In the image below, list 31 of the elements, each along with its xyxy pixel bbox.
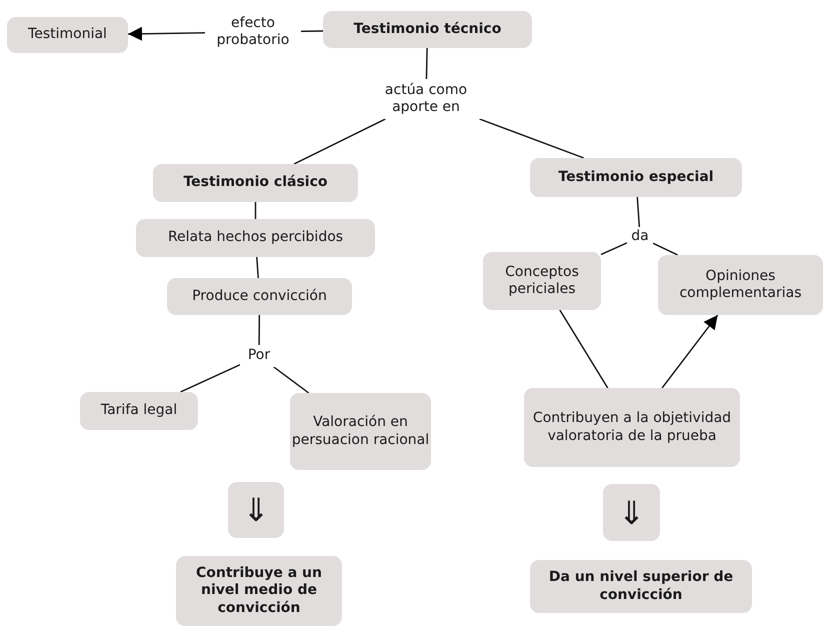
connector-line — [479, 118, 584, 159]
concept-box: Relata hechos percibidos — [136, 219, 375, 257]
concept-box: Produce convicción — [167, 278, 352, 315]
connector-line — [254, 202, 256, 219]
connector-line — [273, 366, 310, 394]
arrow-glyph-box: ⇓ — [228, 482, 284, 538]
concept-box: Testimonio especial — [530, 158, 742, 197]
concept-box: Contribuye a un nivel medio de convicción — [176, 556, 342, 626]
connector-line — [636, 196, 640, 228]
arrow-glyph-box: ⇓ — [603, 484, 660, 541]
concept-box: Opiniones complementarias — [658, 255, 823, 315]
connector-line — [180, 364, 240, 393]
concept-box: Tarifa legal — [80, 392, 198, 430]
connector-line — [301, 30, 324, 32]
connector-line — [294, 118, 386, 165]
connector-line — [652, 242, 678, 256]
concept-box: Testimonio técnico — [323, 11, 532, 48]
arrow — [128, 26, 206, 41]
arrow — [662, 314, 718, 388]
concept-box: Contribuyen a la objetividad valoratoria de la prueba — [524, 388, 740, 467]
concept-box: Valoración en persuacion racional — [290, 393, 431, 470]
concept-box: Testimonial — [7, 17, 128, 53]
connector-line — [600, 242, 628, 256]
linking-phrase: da — [627, 227, 653, 247]
connector-line — [256, 256, 259, 278]
concept-box: Da un nivel superior de convicción — [530, 560, 752, 613]
concept-box: Testimonio clásico — [153, 164, 358, 202]
connector-line — [426, 48, 428, 80]
connector-line — [559, 310, 608, 388]
concept-box: Conceptos periciales — [483, 252, 601, 310]
connector-line — [258, 315, 260, 345]
